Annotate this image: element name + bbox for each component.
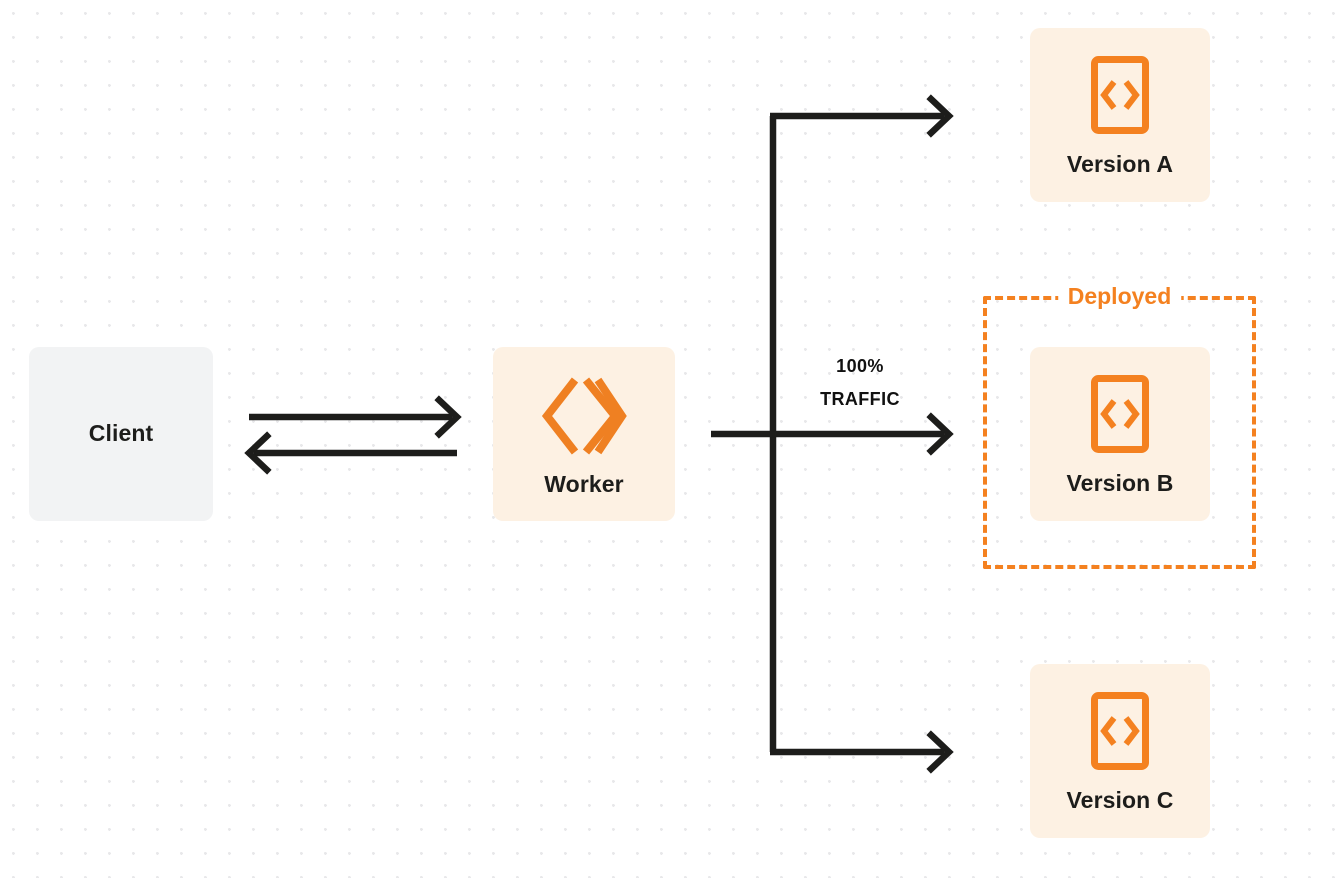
worker-label: Worker	[544, 471, 624, 498]
cloudflare-workers-logo-icon	[541, 375, 627, 457]
version-a-node[interactable]: Version A	[1030, 28, 1210, 202]
arrow-client-to-worker	[249, 395, 462, 439]
code-file-icon	[1090, 691, 1150, 771]
arrow-worker-to-version-a	[770, 94, 954, 138]
client-label: Client	[88, 420, 154, 447]
arrow-worker-to-version-c	[770, 730, 954, 774]
version-b-label: Version B	[1066, 470, 1174, 497]
code-file-icon	[1090, 374, 1150, 454]
arrow-worker-to-version-b	[711, 412, 954, 456]
code-file-icon	[1090, 55, 1150, 135]
arrow-worker-to-client	[244, 431, 457, 475]
version-c-label: Version C	[1066, 787, 1174, 814]
traffic-percent: 100%	[836, 356, 884, 376]
worker-node[interactable]: Worker	[493, 347, 675, 521]
version-c-node[interactable]: Version C	[1030, 664, 1210, 838]
client-node[interactable]: Client	[29, 347, 213, 521]
version-a-label: Version A	[1066, 151, 1174, 178]
deployed-group-label: Deployed	[1057, 281, 1182, 311]
version-b-node[interactable]: Version B	[1030, 347, 1210, 521]
traffic-label: 100% TRAFFIC	[786, 350, 934, 416]
deployed-group-boundary: Deployed	[983, 281, 1256, 569]
traffic-unit: TRAFFIC	[820, 389, 900, 409]
